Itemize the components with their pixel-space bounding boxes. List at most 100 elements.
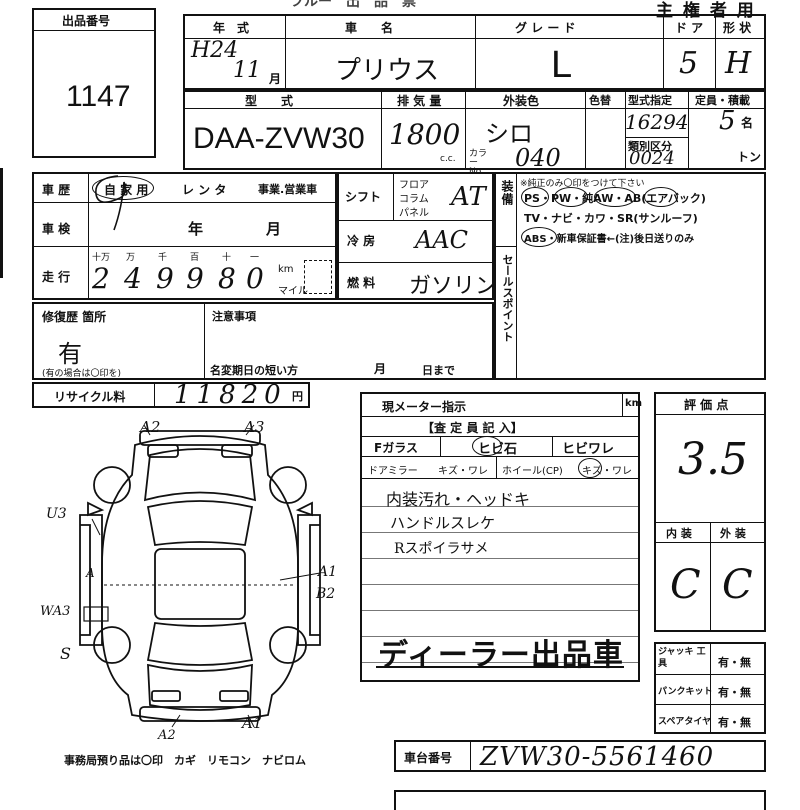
digit-unit-4: 百 — [190, 253, 200, 263]
mirror-label: ドアミラー — [368, 466, 418, 477]
jack-option: 有・無 — [718, 656, 751, 669]
shift-ac-fuel-box: シフト フロア コラム パネル AT 冷 房 AAC 燃 料 ガソリン — [337, 172, 498, 300]
hibiishi-circle — [472, 436, 502, 456]
shape-label: 形 状 — [723, 21, 752, 35]
digit-unit-2: 万 — [126, 253, 136, 263]
ps-circle — [521, 187, 549, 207]
mileage-digit: 4 — [124, 262, 142, 295]
year-value: H24 — [191, 38, 239, 63]
mileage-digit: 8 — [218, 262, 236, 295]
load-unit: トン — [737, 150, 762, 164]
until-day: 日まで — [422, 364, 455, 377]
displacement-value: 1800 — [389, 118, 461, 151]
year-label: 年 式 — [213, 21, 250, 35]
cc-unit: c.c. — [440, 154, 456, 164]
name-label: 車 名 — [345, 21, 394, 35]
damage-mark: WA3 — [40, 604, 71, 619]
inspection-label: 車 検 — [42, 222, 71, 236]
damage-mark: S — [60, 644, 71, 663]
digit-unit-5: 十 — [222, 253, 232, 263]
equipment-note: ※純正のみ〇印をつけて下さい — [520, 179, 645, 189]
inspector-note: Rスポイラサメ — [394, 541, 489, 557]
ab-circle — [644, 187, 678, 207]
ac-value: AAC — [415, 226, 469, 254]
damage-mark: U3 — [46, 506, 67, 522]
grade-label: グ レ ー ド — [515, 21, 576, 35]
damage-mark: A1 — [318, 564, 338, 580]
mile-checkbox — [304, 260, 332, 294]
mileage-label: 走 行 — [42, 270, 71, 284]
recycle-box: リサイクル料 11820 円 — [32, 380, 310, 410]
grade-value: L — [551, 44, 573, 86]
mile-label: マイル — [278, 286, 308, 297]
caution-label: 注意事項 — [212, 310, 256, 323]
damage-mark: A3 — [244, 418, 265, 436]
inspection-year: 年 — [188, 220, 204, 238]
damage-mark: B2 — [316, 586, 336, 602]
mileage-digit: 0 — [246, 262, 264, 295]
month-unit: 月 — [269, 72, 282, 86]
ac-label: 冷 房 — [347, 234, 376, 248]
short-name-change-label: 名変期日の短い方 — [210, 364, 298, 377]
category-label: 類別区分 — [628, 140, 672, 153]
score-box: 評 価 点 3.5 内 装 外 装 C C — [654, 392, 766, 632]
meter-label: 現メーター指示 — [382, 400, 467, 414]
score-label: 評 価 点 — [684, 398, 729, 412]
km-label: km — [278, 264, 294, 275]
inspector-box: 現メーター指示 km 【査 定 員 記 入】 Fガラス ヒビ石 ヒビワレ ドアミ… — [360, 392, 642, 682]
damage-mark: A — [86, 566, 95, 580]
history-inspection-mileage: 車 歴 自 家 用 レ ン タ 事業.営業車 車 検 年 月 走 行 十万 万 … — [32, 172, 337, 300]
lot-number: 1147 — [66, 80, 131, 113]
doors-value: 5 — [679, 46, 699, 81]
repair-note: (有の場合は〇印を) — [42, 369, 122, 379]
vehicle-row-1: 年 式 車 名 グ レ ー ド ド ア 形 状 H24 11 月 プリウス L … — [183, 14, 766, 90]
owner-copy-label: 主 権 者 用 — [656, 1, 756, 21]
spare-tire-label: スペアタイヤ — [658, 717, 712, 727]
spare-option: 有・無 — [718, 716, 751, 729]
handwritten-loop — [95, 175, 127, 231]
repair-caution-box: 修復歴 箇所 有 (有の場合は〇印を) 注意事項 名変期日の短い方 月 日まで — [32, 302, 494, 380]
mileage-digit: 2 — [92, 262, 110, 295]
inspection-month: 月 — [266, 220, 282, 238]
color-no-value: 040 — [515, 144, 561, 172]
fuel-label: 燃 料 — [347, 276, 376, 290]
damage-mark: A1 — [242, 714, 263, 732]
exterior-value: C — [722, 562, 753, 608]
dealer-stamp-underline — [376, 666, 624, 668]
chassis-box: 車台番号 ZVW30-5561460 — [394, 740, 766, 772]
mirror-options: キズ・ワレ — [438, 466, 488, 477]
pw-circle — [554, 187, 588, 207]
wheel-label: ホイール(CP) — [502, 466, 563, 477]
puncture-option: 有・無 — [718, 686, 751, 699]
wheel-scratch-circle — [578, 458, 602, 478]
damage-mark: A2 — [158, 728, 176, 743]
lot-number-box: 出品番号 1147 — [32, 8, 156, 158]
digit-unit-6: 一 — [250, 253, 260, 263]
equipment-label: 装備 — [500, 180, 514, 206]
margin-bar — [0, 168, 3, 278]
until-month: 月 — [374, 362, 387, 376]
aw-circle — [594, 187, 636, 207]
digit-unit-3: 千 — [158, 253, 168, 263]
diagram-footer: 事務局預り品は〇印 カギ リモコン ナビロム — [64, 754, 306, 767]
exterior-color-label: 外装色 — [503, 94, 540, 108]
capacity-label: 定員・積載 — [695, 94, 750, 107]
puncture-kit-label: パンクキット — [658, 687, 713, 697]
wheel-options: キズ・ワレ — [582, 466, 632, 477]
history-business: 事業.営業車 — [258, 183, 318, 196]
exterior-label: 外 装 — [720, 527, 746, 540]
chassis-value: ZVW30-5561460 — [480, 742, 715, 772]
car-name-value: プリウス — [335, 56, 440, 86]
mileage-digit: 9 — [156, 262, 174, 295]
equipment-line-2: TV・ナビ・カワ・SR(サンルーフ) — [524, 212, 698, 225]
history-label: 車 歴 — [42, 183, 71, 197]
interior-label: 内 装 — [666, 527, 692, 540]
category-value: 0024 — [629, 148, 675, 169]
history-rental: レ ン タ — [182, 183, 227, 197]
interior-value: C — [670, 562, 701, 608]
recycle-value: 11820 — [174, 380, 287, 410]
form-title-fragment: フルー 出 品 票 — [290, 0, 416, 10]
mileage-digit: 9 — [186, 262, 204, 295]
repair-value: 有 — [58, 340, 82, 368]
fuel-value: ガソリン — [409, 274, 498, 299]
